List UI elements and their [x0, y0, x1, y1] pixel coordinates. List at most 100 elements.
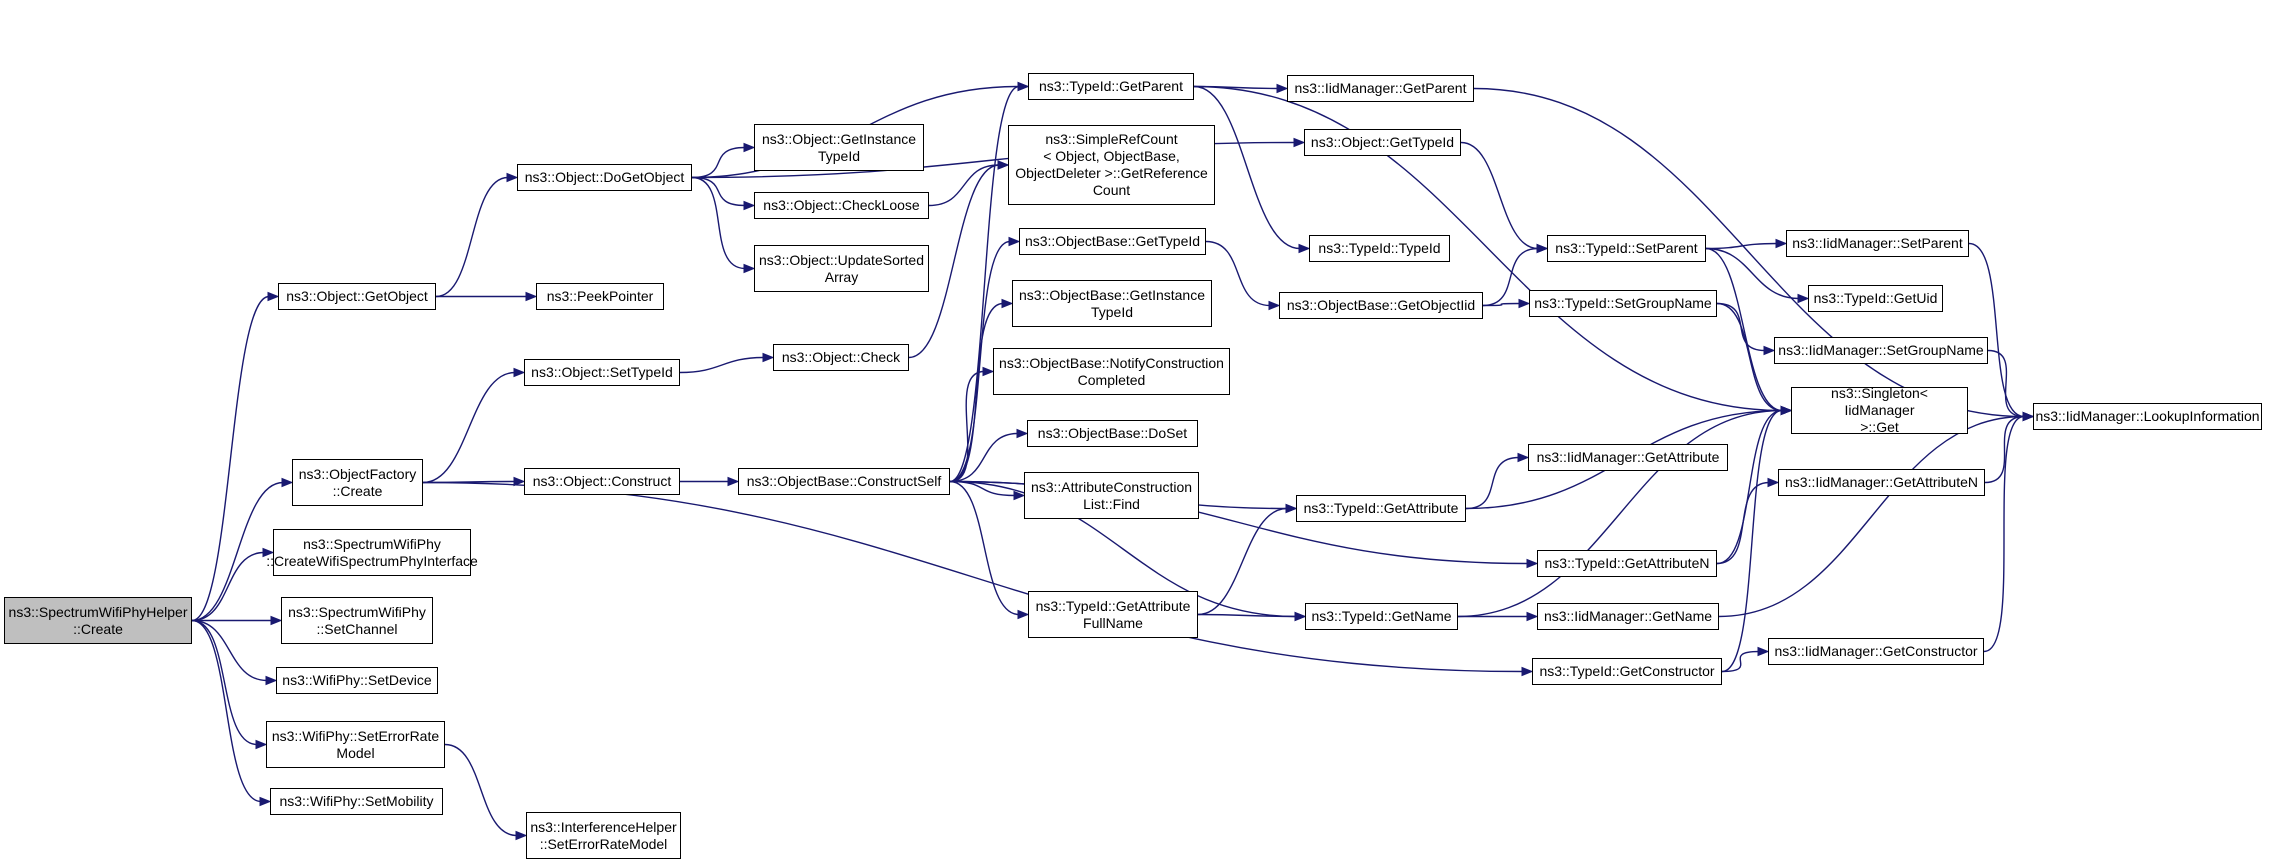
- node-typeid-setgroupname[interactable]: ns3::TypeId::SetGroupName: [1529, 290, 1717, 317]
- edge-check-loose-to-simple-ref-count: [928, 160, 1010, 207]
- node-wifiphy-seterrorratemodel[interactable]: ns3::WifiPhy::SetErrorRate Model: [266, 721, 445, 768]
- arrowhead: [743, 200, 756, 211]
- edge-do-get-object-to-check-loose: [691, 176, 756, 211]
- arrowhead: [1763, 345, 1776, 356]
- node-wifiphy-setdevice[interactable]: ns3::WifiPhy::SetDevice: [276, 667, 438, 694]
- node-object-updatesortedarray[interactable]: ns3::Object::UpdateSorted Array: [754, 245, 929, 292]
- edge-object-check-to-simple-ref-count: [908, 160, 1010, 359]
- node-iidmanager-getconstructor[interactable]: ns3::IidManager::GetConstructor: [1768, 638, 1984, 665]
- edge-root-to-spectrum-set-channel: [191, 615, 283, 626]
- edge-construct-self-to-do-set: [949, 428, 1029, 483]
- node-object-check[interactable]: ns3::Object::Check: [773, 344, 909, 371]
- arrowhead: [1001, 298, 1014, 309]
- arrowhead: [1797, 293, 1810, 304]
- arrowhead: [267, 291, 280, 302]
- node-object-getinstancetypeid[interactable]: ns3::Object::GetInstance TypeId: [754, 124, 924, 171]
- node-iidmanager-setparent[interactable]: ns3::IidManager::SetParent: [1786, 230, 1969, 257]
- arrowhead: [1016, 428, 1029, 439]
- edge-do-get-object-to-get-instance-type-id: [691, 142, 756, 179]
- node-peekpointer[interactable]: ns3::PeekPointer: [536, 283, 664, 310]
- node-spectrumwifiphy-createwifispectrumphyinterface[interactable]: ns3::SpectrumWifiPhy ::CreateWifiSpectru…: [266, 529, 478, 576]
- edge-type-id-get-parent-to-type-id-type-id: [1193, 85, 1311, 254]
- arrowhead: [743, 142, 756, 153]
- arrowhead: [1013, 490, 1026, 501]
- node-object-construct[interactable]: ns3::Object::Construct: [524, 468, 680, 495]
- arrowhead: [1294, 611, 1307, 622]
- arrowhead: [997, 160, 1010, 170]
- node-typeid-getattributefullname[interactable]: ns3::TypeId::GetAttribute FullName: [1028, 591, 1198, 638]
- node-typeid-getconstructor[interactable]: ns3::TypeId::GetConstructor: [1532, 658, 1722, 685]
- edge-set-parent-to-iid-set-parent: [1705, 238, 1788, 250]
- arrowhead: [762, 352, 775, 363]
- arrowhead: [525, 291, 538, 302]
- edge-set-type-id-to-object-check: [679, 352, 775, 374]
- node-objectbase-gettypeid[interactable]: ns3::ObjectBase::GetTypeId: [1019, 228, 1206, 255]
- arrowhead: [1293, 137, 1306, 148]
- node-iidmanager-getname[interactable]: ns3::IidManager::GetName: [1537, 603, 1719, 630]
- node-spectrumwifiphyhelper-create[interactable]: ns3::SpectrumWifiPhyHelper ::Create: [4, 597, 192, 644]
- node-objectbase-notifyconstructioncompleted[interactable]: ns3::ObjectBase::NotifyConstruction Comp…: [993, 348, 1230, 395]
- edge-set-parent-to-get-uid: [1705, 247, 1810, 304]
- node-objectbase-doset[interactable]: ns3::ObjectBase::DoSet: [1027, 420, 1198, 447]
- node-typeid-getattributen[interactable]: ns3::TypeId::GetAttributeN: [1537, 550, 1717, 577]
- edge-get-object-to-peek-pointer: [436, 291, 538, 302]
- edge-object-get-type-id-to-set-parent: [1460, 141, 1549, 254]
- edge-type-id-get-name-to-singleton-get: [1457, 405, 1793, 618]
- arrowhead: [255, 739, 268, 750]
- node-typeid-getname[interactable]: ns3::TypeId::GetName: [1305, 603, 1458, 630]
- node-objectbase-getinstancetypeid[interactable]: ns3::ObjectBase::GetInstance TypeId: [1012, 280, 1212, 327]
- arrowhead: [262, 547, 275, 558]
- node-iidmanager-getparent[interactable]: ns3::IidManager::GetParent: [1287, 75, 1474, 102]
- node-objectbase-getobjectiid[interactable]: ns3::ObjectBase::GetObjectIid: [1279, 292, 1483, 319]
- node-object-settypeid[interactable]: ns3::Object::SetTypeId: [524, 359, 680, 386]
- arrowhead: [743, 263, 756, 274]
- edge-get-attribute-n-to-iid-get-attribute-n: [1716, 477, 1780, 565]
- edge-get-object-to-do-get-object: [435, 172, 519, 298]
- edge-get-object-iid-to-set-group-name: [1482, 298, 1531, 309]
- edge-set-group-name-to-iid-set-group-name: [1716, 302, 1776, 356]
- arrowhead: [513, 367, 526, 378]
- edge-get-attribute-full-name-to-type-id-get-attribute: [1197, 503, 1298, 616]
- node-iidmanager-setgroupname[interactable]: ns3::IidManager::SetGroupName: [1774, 337, 1988, 364]
- node-interferencehelper-seterrorratemodel[interactable]: ns3::InterferenceHelper ::SetErrorRateMo…: [526, 812, 681, 859]
- arrowhead: [513, 476, 526, 487]
- node-objectbase-constructself[interactable]: ns3::ObjectBase::ConstructSelf: [738, 468, 950, 495]
- node-attributeconstructionlist-find[interactable]: ns3::AttributeConstruction List::Find: [1024, 472, 1199, 519]
- node-iidmanager-lookupinformation[interactable]: ns3::IidManager::LookupInformation: [2033, 403, 2262, 430]
- arrowhead: [1757, 646, 1770, 657]
- edge-iid-set-group-name-to-lookup-information: [1987, 349, 2035, 422]
- node-object-checkloose[interactable]: ns3::Object::CheckLoose: [754, 192, 929, 219]
- arrowhead: [1268, 300, 1281, 311]
- node-wifiphy-setmobility[interactable]: ns3::WifiPhy::SetMobility: [270, 788, 443, 815]
- node-singleton-iidmanager-get[interactable]: ns3::Singleton< IidManager >::Get: [1791, 385, 1968, 435]
- node-objectfactory-create[interactable]: ns3::ObjectFactory ::Create: [292, 459, 423, 506]
- edge-root-to-wifi-set-error-rate-model: [191, 619, 268, 750]
- node-typeid-getuid[interactable]: ns3::TypeId::GetUid: [1808, 285, 1943, 312]
- edge-iid-get-attribute-n-to-lookup-information: [1984, 411, 2035, 484]
- node-simplerefcount-getreferencecount[interactable]: ns3::SimpleRefCount < Object, ObjectBase…: [1008, 125, 1215, 205]
- node-typeid-typeid[interactable]: ns3::TypeId::TypeId: [1309, 235, 1450, 262]
- node-iidmanager-getattributen[interactable]: ns3::IidManager::GetAttributeN: [1778, 469, 1985, 496]
- arrowhead: [515, 830, 528, 841]
- arrowhead: [1767, 477, 1780, 488]
- arrowhead: [1521, 666, 1534, 677]
- arrowhead: [1298, 243, 1311, 254]
- edge-construct-self-to-ob-get-instance-type-id: [949, 298, 1014, 483]
- arrowhead: [1775, 238, 1788, 249]
- arrowhead: [1526, 611, 1539, 622]
- node-object-getobject[interactable]: ns3::Object::GetObject: [278, 283, 436, 310]
- edge-get-constructor-to-iid-get-constructor: [1721, 646, 1770, 673]
- edge-do-get-object-to-update-sorted-array: [691, 176, 756, 274]
- node-typeid-getparent[interactable]: ns3::TypeId::GetParent: [1028, 73, 1194, 100]
- node-typeid-getattribute[interactable]: ns3::TypeId::GetAttribute: [1296, 495, 1466, 522]
- edge-construct-self-to-ob-get-type-id: [949, 236, 1021, 483]
- node-object-dogetobject[interactable]: ns3::Object::DoGetObject: [517, 164, 692, 191]
- arrowhead: [1276, 83, 1289, 94]
- node-typeid-setparent[interactable]: ns3::TypeId::SetParent: [1547, 235, 1706, 262]
- node-iidmanager-getattribute[interactable]: ns3::IidManager::GetAttribute: [1528, 444, 1728, 471]
- node-spectrumwifiphy-setchannel[interactable]: ns3::SpectrumWifiPhy ::SetChannel: [281, 597, 433, 644]
- edge-construct-self-to-type-id-get-parent: [949, 81, 1030, 483]
- node-object-gettypeid[interactable]: ns3::Object::GetTypeId: [1304, 129, 1461, 156]
